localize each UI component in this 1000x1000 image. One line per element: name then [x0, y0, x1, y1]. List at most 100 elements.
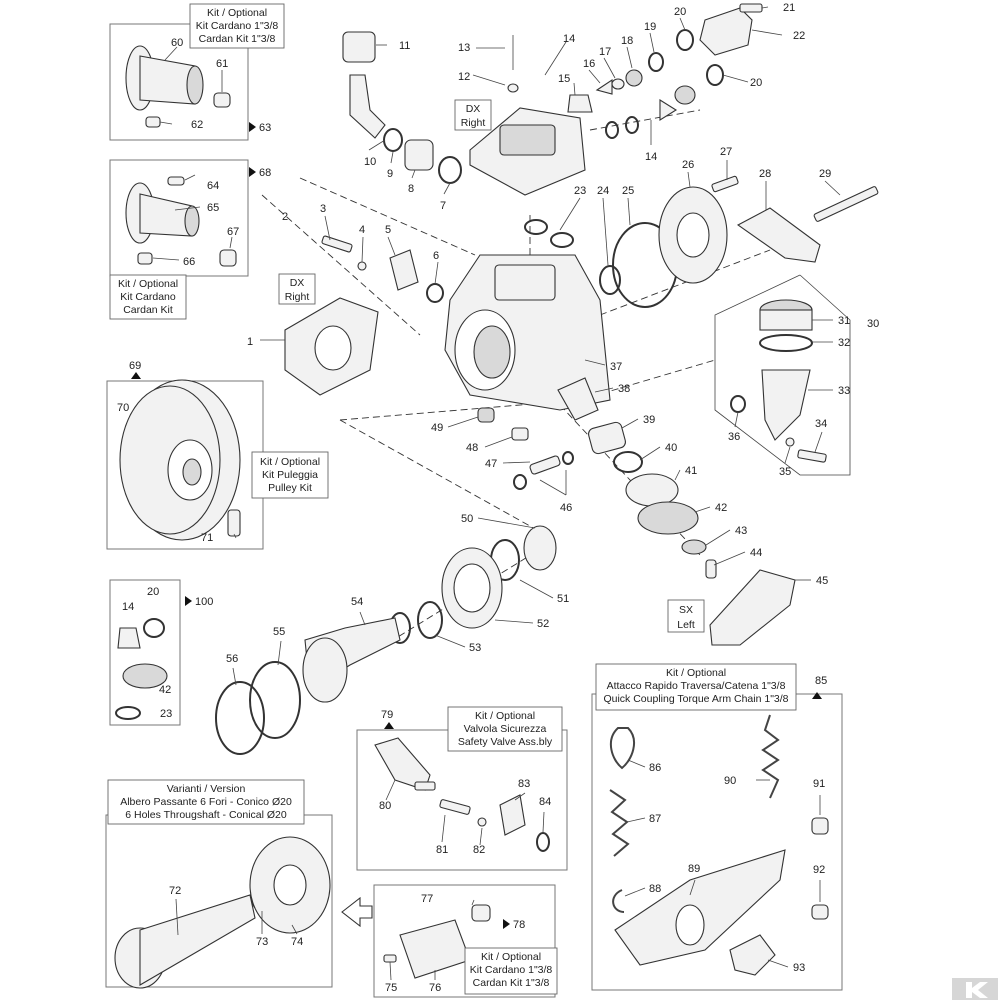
- part-label-79: 79: [381, 709, 393, 721]
- tag-dx-side-line2: Right: [285, 291, 310, 303]
- part-label-78: 78: [513, 919, 525, 931]
- version-line2: Albero Passante 6 Fori - Conico Ø20: [120, 796, 292, 808]
- marker-85-triangle-icon: [812, 692, 822, 699]
- tag-dx-side-line1: DX: [290, 277, 305, 289]
- part-label-68: 68: [259, 167, 271, 179]
- part-66-screw: [137, 252, 153, 265]
- kit-safety-valve-line2: Valvola Sicurezza: [464, 723, 547, 735]
- part-label-51: 51: [557, 593, 569, 605]
- part-label-50: 50: [461, 513, 473, 525]
- part-label-39: 39: [643, 414, 655, 426]
- part-label-33: 33: [838, 385, 850, 397]
- part-label-62: 62: [191, 119, 203, 131]
- kit-cardano-bottom-line2: Kit Cardano 1"3/8: [470, 964, 553, 976]
- part-label-44: 44: [750, 547, 762, 559]
- kit-pulley-line1: Kit / Optional: [260, 456, 320, 468]
- part-label-93: 93: [793, 962, 805, 974]
- part-label-45: 45: [816, 575, 828, 587]
- part-label-20-kit: 20: [147, 586, 159, 598]
- part-label-67: 67: [227, 226, 239, 238]
- part-label-13: 13: [458, 42, 470, 54]
- part-label-8: 8: [408, 183, 414, 195]
- kit-pulley-line2: Kit Puleggia: [262, 469, 318, 481]
- brand-logo-icon: [952, 978, 998, 1000]
- kit-quick-coupling-line2: Attacco Rapido Traversa/Catena 1"3/8: [607, 680, 786, 692]
- marker-69-triangle-icon: [131, 372, 141, 379]
- kit-cardano-top-line3: Cardan Kit 1"3/8: [199, 33, 276, 45]
- part-label-66: 66: [183, 256, 195, 268]
- reference-markers: [131, 122, 822, 929]
- part-label-73: 73: [256, 936, 268, 948]
- part-label-52: 52: [537, 618, 549, 630]
- part-23-29: [524, 175, 879, 308]
- part-head-dx: [469, 107, 586, 196]
- part-label-55: 55: [273, 626, 285, 638]
- part-label-49: 49: [431, 422, 443, 434]
- part-31-36: [730, 299, 827, 463]
- part-label-56: 56: [226, 653, 238, 665]
- part-label-37: 37: [610, 361, 622, 373]
- kit-cardano-top-line2: Kit Cardano 1"3/8: [196, 20, 279, 32]
- part-label-10: 10: [364, 156, 376, 168]
- part-label-64: 64: [207, 180, 219, 192]
- part-label-29: 29: [819, 168, 831, 180]
- frame-kit-cardano-top: [109, 23, 249, 141]
- part-label-86: 86: [649, 762, 661, 774]
- part-label-20-right: 20: [750, 77, 762, 89]
- parts-drawing: [114, 3, 879, 989]
- part-50-56: [215, 525, 557, 755]
- marker-63-triangle-icon: [249, 122, 256, 132]
- part-label-25: 25: [622, 185, 634, 197]
- part-label-22: 22: [793, 30, 805, 42]
- tag-dx-top-line1: DX: [466, 103, 481, 115]
- part-label-80: 80: [379, 800, 391, 812]
- part-80-84: [374, 737, 550, 852]
- kit-cardano-bottom-line3: Cardan Kit 1"3/8: [473, 977, 550, 989]
- kit-safety-valve-line1: Kit / Optional: [475, 710, 535, 722]
- part-label-91: 91: [813, 778, 825, 790]
- kit-pulley-line3: Pulley Kit: [268, 482, 312, 494]
- kit-titles: Kit / Optional Kit Cardano 1"3/8 Cardan …: [107, 3, 797, 995]
- part-label-88: 88: [649, 883, 661, 895]
- part-label-38: 38: [618, 383, 630, 395]
- part-label-42: 42: [715, 502, 727, 514]
- part-label-47: 47: [485, 458, 497, 470]
- part-label-81: 81: [436, 844, 448, 856]
- part-label-46: 46: [560, 502, 572, 514]
- part-label-89: 89: [688, 863, 700, 875]
- part-label-14-lower: 14: [645, 151, 657, 163]
- version-line3: 6 Holes Througshaft - Conical Ø20: [125, 809, 287, 821]
- arrow-left-icon: [341, 896, 373, 928]
- part-label-84: 84: [539, 796, 551, 808]
- part-75-77: [383, 904, 491, 979]
- part-label-17: 17: [599, 46, 611, 58]
- part-label-2: 2: [282, 211, 288, 223]
- part-label-75: 75: [385, 982, 397, 994]
- part-label-65: 65: [207, 202, 219, 214]
- part-label-43: 43: [735, 525, 747, 537]
- part-label-15: 15: [558, 73, 570, 85]
- part-label-21: 21: [783, 2, 795, 14]
- part-label-30: 30: [867, 318, 879, 330]
- kit-cardano-bottom-line1: Kit / Optional: [481, 951, 541, 963]
- part-70-pulley: [119, 379, 241, 541]
- kit-cardano-mid-line3: Cardan Kit: [123, 304, 173, 316]
- part-label-42-kit: 42: [159, 684, 171, 696]
- kit-quick-coupling-line1: Kit / Optional: [666, 667, 726, 679]
- part-label-87: 87: [649, 813, 661, 825]
- part-label-61: 61: [216, 58, 228, 70]
- version-line1: Varianti / Version: [167, 783, 246, 795]
- part-label-32: 32: [838, 337, 850, 349]
- part-label-14-kit: 14: [122, 601, 134, 613]
- part-62-screw: [145, 116, 173, 128]
- part-label-76: 76: [429, 982, 441, 994]
- part-label-74: 74: [291, 936, 303, 948]
- kit-cardano-mid-line1: Kit / Optional: [118, 278, 178, 290]
- part-label-31: 31: [838, 315, 850, 327]
- part-23-oring: [115, 706, 141, 720]
- part-label-4: 4: [359, 224, 365, 236]
- part-label-7: 7: [440, 200, 446, 212]
- part-label-6: 6: [433, 250, 439, 262]
- part-46-49: [477, 407, 574, 490]
- part-label-41: 41: [685, 465, 697, 477]
